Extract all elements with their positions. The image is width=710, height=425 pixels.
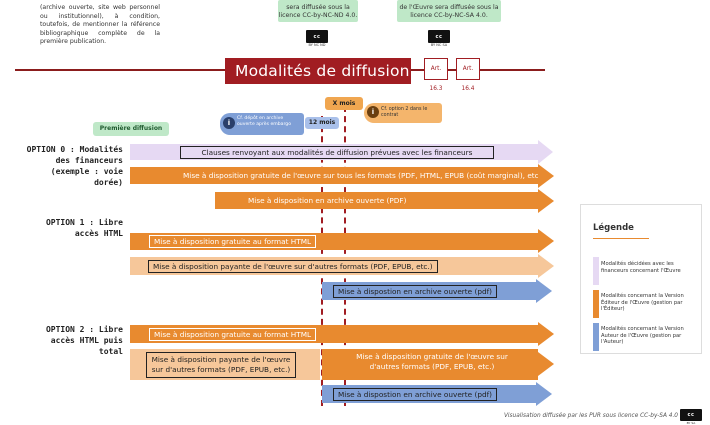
bar-option0-clauses: Clauses renvoyant aux modalités de diffu… — [130, 144, 538, 160]
bar-option2-payante: Mise à disposition payante de l'œuvre su… — [130, 349, 320, 380]
bar-option1-payante-label: Mise à disposition payante de l'œuvre su… — [148, 259, 438, 273]
license-badge-1: cc — [306, 30, 328, 43]
legend-swatch-financeurs — [593, 257, 599, 285]
footer-credit: Visualisation diffusée par les PUR sous … — [503, 413, 678, 419]
article-tag-2-label: Art. 16.4 — [461, 66, 475, 92]
bar-option2-gratuite: Mise à disposition gratuite de l'œuvre s… — [322, 349, 538, 380]
info-icon: i — [367, 106, 379, 118]
arrow-option0-archive — [538, 189, 554, 213]
license-badge-1-label: BY NC ND — [308, 43, 326, 47]
premiere-diffusion-label: Première diffusion — [93, 122, 169, 136]
arrow-option1-archive — [536, 279, 552, 303]
note-option2-text: Cf. option 2 dans le contrat — [381, 107, 428, 118]
bar-option1-archive-label: Mise à dispostion en archive ouverte (pd… — [333, 284, 498, 298]
note-option2: i Cf. option 2 dans le contrat — [364, 103, 442, 123]
cc-logo-icon: cc — [435, 33, 443, 40]
bar-option2-archive: Mise à dispostion en archive ouverte (pd… — [322, 385, 536, 403]
legend-item-financeurs: Modalités décidées avec les financeurs c… — [601, 261, 681, 274]
option-0-label: OPTION 0 : Modalités des financeurs (exe… — [26, 145, 123, 187]
cc-logo-icon: cc — [687, 412, 695, 418]
arrow-option0-clauses — [538, 140, 553, 164]
note-embargo: i Cf. dépôt en archive ouverte après emb… — [220, 113, 304, 135]
bar-option0-gratuite: Mise à disposition gratuite de l'œuvre s… — [130, 167, 544, 184]
bar-option1-html: Mise à disposition gratuite au format HT… — [130, 233, 538, 250]
intro-text: (archive ouverte, site web personnel ou … — [40, 4, 160, 45]
bar-option0-archive-label: Mise à disposition en archive ouverte (P… — [248, 196, 407, 205]
bar-option2-archive-label: Mise à dispostion en archive ouverte (pd… — [333, 387, 498, 401]
footer-license-badge-label: BY SA — [686, 421, 696, 425]
bar-option2-gratuite-label: Mise à disposition gratuite de l'œuvre s… — [356, 352, 508, 371]
legend-swatch-auteur — [593, 323, 599, 351]
douze-mois-label: 12 mois — [305, 117, 339, 129]
license-note-1: sera diffusée sous la licence CC-by-NC-N… — [278, 0, 358, 22]
legend-item-editeur: Modalités concernant la Version Éditeur … — [601, 293, 684, 312]
footer-license-badge: cc — [680, 409, 702, 421]
arrow-option2-gratuite — [538, 352, 554, 376]
legend-item-auteur: Modalités concernant la Version Auteur d… — [601, 326, 684, 345]
arrow-option2-html — [538, 322, 554, 346]
arrow-option1-html — [538, 229, 554, 253]
bar-option0-clauses-label: Clauses renvoyant aux modalités de diffu… — [180, 145, 494, 159]
legend-swatch-editeur — [593, 290, 599, 318]
x-mois-label: X mois — [325, 97, 363, 110]
bar-option0-gratuite-label: Mise à disposition gratuite de l'œuvre s… — [183, 171, 544, 180]
arrow-option2-archive — [536, 382, 552, 406]
bar-option2-html: Mise à disposition gratuite au format HT… — [130, 325, 538, 343]
legend: Légende Modalités décidées avec les fina… — [580, 204, 702, 354]
bar-option1-html-label: Mise à disposition gratuite au format HT… — [149, 235, 317, 248]
bar-option1-payante: Mise à disposition payante de l'œuvre su… — [130, 257, 538, 275]
legend-title-underline — [593, 238, 649, 239]
article-tag-1: Art. 16.3 — [424, 58, 448, 92]
page-title: Modalités de diffusion — [225, 58, 411, 84]
info-icon: i — [223, 117, 235, 129]
dashed-line-x-mois — [344, 106, 346, 406]
option-1-label: OPTION 1 : Libre accès HTML — [45, 218, 123, 238]
license-badge-2-label: BY NC SA — [430, 43, 448, 47]
bar-option1-archive: Mise à dispostion en archive ouverte (pd… — [322, 282, 536, 300]
article-tag-1-label: Art. 16.3 — [429, 66, 443, 92]
bar-option0-archive: Mise à disposition en archive ouverte (P… — [215, 192, 538, 209]
note-embargo-text: Cf. dépôt en archive ouverte après embar… — [237, 116, 292, 127]
article-tag-2: Art. 16.4 — [456, 58, 480, 92]
license-badge-2: cc — [428, 30, 450, 43]
cc-logo-icon: cc — [313, 33, 321, 40]
arrow-option1-payante — [538, 254, 554, 278]
arrow-option0-gratuite — [538, 164, 554, 188]
license-note-2: de l'Œuvre sera diffusée sous la licence… — [397, 0, 501, 22]
bar-option2-payante-label: Mise à disposition payante de l'œuvre su… — [146, 352, 296, 378]
option-2-label: OPTION 2 : Libre accès HTML puis total — [45, 325, 123, 356]
legend-title: Légende — [593, 223, 634, 233]
bar-option2-html-label: Mise à disposition gratuite au format HT… — [149, 327, 317, 341]
